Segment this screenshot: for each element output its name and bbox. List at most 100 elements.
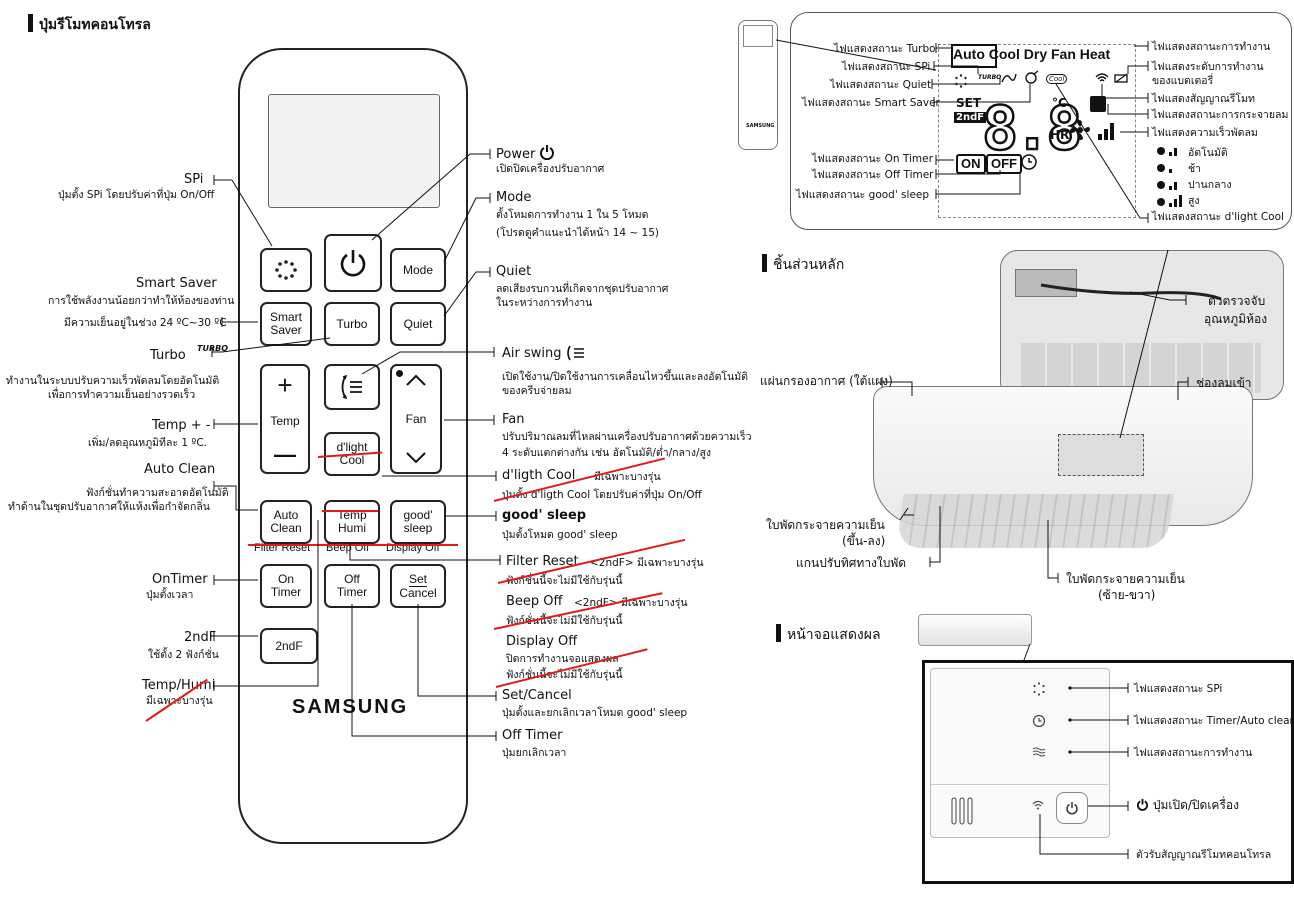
turbo-button-label: Turbo xyxy=(336,316,368,331)
parts-label-blade-lr: ใบพัดกระจายความเย็น xyxy=(1066,572,1185,586)
auto-mode-box xyxy=(951,44,997,68)
temp-minus[interactable]: — xyxy=(274,442,296,467)
on-timer-button[interactable]: On Timer xyxy=(260,564,312,608)
lcd-label-air-distribution: ไฟแสดงสถานะการกระจายลม xyxy=(1152,109,1289,121)
parts-label-blade-ud2: (ขึ้น-ลง) xyxy=(842,534,886,548)
label-second-f-desc: ใช้ตั้ง 2 ฟังก์ชั่น xyxy=(148,649,219,661)
label-temp-humi-title: Temp/Humi xyxy=(142,678,216,693)
turbo-lcd-icon: TURBO xyxy=(978,74,1002,81)
label-display-off-title: Display Off xyxy=(506,634,578,649)
lcd-label-quiet: ไฟแสดงสถานะ Quiet xyxy=(830,79,932,91)
air-swing-small-icon xyxy=(567,345,584,361)
dlight-label-1: d'light xyxy=(336,440,368,454)
label-fan-desc: ปรับปริมาณลมที่ไหลผ่านเครื่องปรับอากาศด้… xyxy=(502,431,752,443)
off-timer-button[interactable]: Off Timer xyxy=(324,564,380,608)
dlight-label-2: Cool xyxy=(339,453,365,467)
lcd-unit-c: °C xyxy=(1052,96,1067,110)
dlight-cool-lcd-icon: Cool xyxy=(1046,74,1068,84)
mode-button[interactable]: Mode xyxy=(390,248,446,292)
air-distribution-lcd-icon xyxy=(1090,96,1106,112)
label-off-timer-desc: ปุ่มยกเลิกเวลา xyxy=(502,747,567,759)
label-quiet-title: Quiet xyxy=(496,264,532,279)
spi-button[interactable] xyxy=(260,248,312,292)
lcd-label-battery2: ของแบตเตอรี่ xyxy=(1152,75,1214,87)
label-dlight-desc: ปุ่มตั้ง d'ligth Cool โดยปรับค่าที่ปุ่ม … xyxy=(502,489,702,501)
temp-plus[interactable]: + xyxy=(277,370,293,400)
power-icon xyxy=(340,250,366,277)
fan-up-icon[interactable] xyxy=(404,372,428,388)
auto-clean-label-1: Auto xyxy=(273,508,299,522)
label-temp-title: Temp + - xyxy=(152,418,211,433)
parts-label-blade-lr2: (ซ้าย-ขวา) xyxy=(1098,588,1156,602)
display-power-button[interactable] xyxy=(1056,792,1088,824)
lcd-fan-speed-mid: ปานกลาง xyxy=(1188,179,1232,191)
smart-saver-label-1: Smart xyxy=(269,310,302,324)
label-power-title: Power xyxy=(496,144,555,163)
label-second-f-title: 2ndF xyxy=(184,630,217,645)
display-label-operation: ไฟแสดงสถานะการทำงาน xyxy=(1134,747,1253,759)
temp-rocker[interactable]: + Temp — xyxy=(260,364,310,474)
fan-label: Fan xyxy=(405,411,427,426)
spi-lcd-icon xyxy=(955,74,967,88)
turbo-button[interactable]: Turbo xyxy=(324,302,380,346)
label-set-cancel-title: Set/Cancel xyxy=(502,688,572,703)
label-spi-desc: ปุ่มตั้ง SPi โดยปรับค่าที่ปุ่ม On/Off xyxy=(58,189,215,201)
fan-rocker[interactable]: Fan xyxy=(390,364,442,474)
label-air-swing-desc: เปิดใช้งาน/ปิดใช้งานการเคลื่อนไหวขึ้นและ… xyxy=(502,371,748,383)
label-turbo-desc2: เพื่อการทำความเย็นอย่างรวดเร็ว xyxy=(48,389,196,401)
label-power-desc: เปิดปิดเครื่องปรับอากาศ xyxy=(496,163,605,175)
signal-lcd-icon xyxy=(1095,73,1109,82)
label-dlight-note: มีเฉพาะบางรุ่น xyxy=(594,471,661,483)
smart-saver-lcd-icon xyxy=(1025,70,1039,84)
strike-temp-humi xyxy=(322,510,378,512)
second-f-button[interactable]: 2ndF xyxy=(260,628,318,664)
parts-label-axis: แกนปรับทิศทางใบพัด xyxy=(796,556,907,570)
quiet-button[interactable]: Quiet xyxy=(390,302,446,346)
lcd-label-battery: ไฟแสดงระดับการทำงาน xyxy=(1152,61,1264,73)
label-air-swing-title: Air swing xyxy=(502,346,562,361)
display-operation-icon xyxy=(1032,747,1046,757)
display-receiver-icon xyxy=(1032,800,1044,810)
label-good-sleep-desc: ปุ่มตั้งโหมด good' sleep xyxy=(502,529,618,541)
label-mode-title: Mode xyxy=(496,190,532,205)
lcd-modes-text: Auto Cool Dry Fan Heat xyxy=(953,46,1111,62)
label-auto-clean-desc: ฟังก์ชั่นทำความสะอาดอัตโนมัติ xyxy=(86,487,229,499)
fan-down-icon[interactable] xyxy=(404,450,428,466)
good-sleep-button[interactable]: good' sleep xyxy=(390,500,446,544)
lcd-label-on-timer: ไฟแสดงสถานะ On Timer xyxy=(812,153,933,165)
good-sleep-label-2: sleep xyxy=(403,521,433,535)
parts-label-blade-ud: ใบพัดกระจายความเย็น xyxy=(766,518,885,532)
lcd-digits: 8.8 xyxy=(981,93,1084,166)
fan-speed-examples-icon xyxy=(1157,147,1182,207)
mini-remote-image: SAMSUNG xyxy=(738,20,778,150)
strike-sublabels xyxy=(248,544,458,546)
smart-saver-button[interactable]: Smart Saver xyxy=(260,302,312,346)
label-fan-desc2: 4 ระดับแตกต่างกัน เช่น อัตโนมัติ/ต่ำ/กลา… xyxy=(502,447,712,459)
power-button[interactable] xyxy=(324,234,382,292)
parts-label-inlet: ช่องลมเข้า xyxy=(1196,376,1252,390)
second-f-label: 2ndF xyxy=(275,638,303,653)
parts-label-sensor2: อุณหภูมิห้อง xyxy=(1204,312,1268,326)
label-mode-desc: ตั้งโหมดการทำงาน 1 ใน 5 โหมด xyxy=(496,209,649,221)
display-label-power-icon xyxy=(1136,798,1149,811)
label-on-timer-desc: ปุ่มตั้งเวลา xyxy=(146,589,194,601)
label-smart-saver-title: Smart Saver xyxy=(136,276,217,291)
lcd-fan-speed-high: สูง xyxy=(1188,195,1200,207)
lcd-label-spi: ไฟแสดงสถานะ SPi xyxy=(842,61,931,73)
label-smart-saver-desc: การใช้พลังงานน้อยกว่าทำให้ห้องของท่าน xyxy=(48,295,235,307)
label-smart-saver-desc2: มีความเย็นอยู่ในช่วง 24 ºC~30 ºC xyxy=(64,317,227,329)
air-swing-button[interactable] xyxy=(324,364,380,410)
vent-slots-icon xyxy=(951,797,973,825)
label-turbo-title: Turbo xyxy=(150,348,186,363)
quiet-button-label: Quiet xyxy=(403,316,433,331)
label-set-cancel-desc: ปุ่มตั้งและยกเลิกเวลาโหมด good' sleep xyxy=(502,707,688,719)
label-fan-title: Fan xyxy=(502,412,525,427)
lcd-label-signal: ไฟแสดงสัญญาณรีโมท xyxy=(1152,93,1255,105)
display-label-power-text: ปุ่มเปิด/ปิดเครื่อง xyxy=(1152,798,1239,812)
display-spi-icon xyxy=(1033,682,1045,696)
label-beep-off-desc: ฟังก์ชั่นนี้จะไม่มีใช้กับรุ่นนี้ xyxy=(506,615,623,627)
remote-section-heading: ปุ่มรีโมทคอนโทรล xyxy=(28,14,151,34)
auto-clean-button[interactable]: Auto Clean xyxy=(260,500,312,544)
auto-clean-label-2: Clean xyxy=(270,521,302,535)
power-small-icon xyxy=(540,145,555,161)
